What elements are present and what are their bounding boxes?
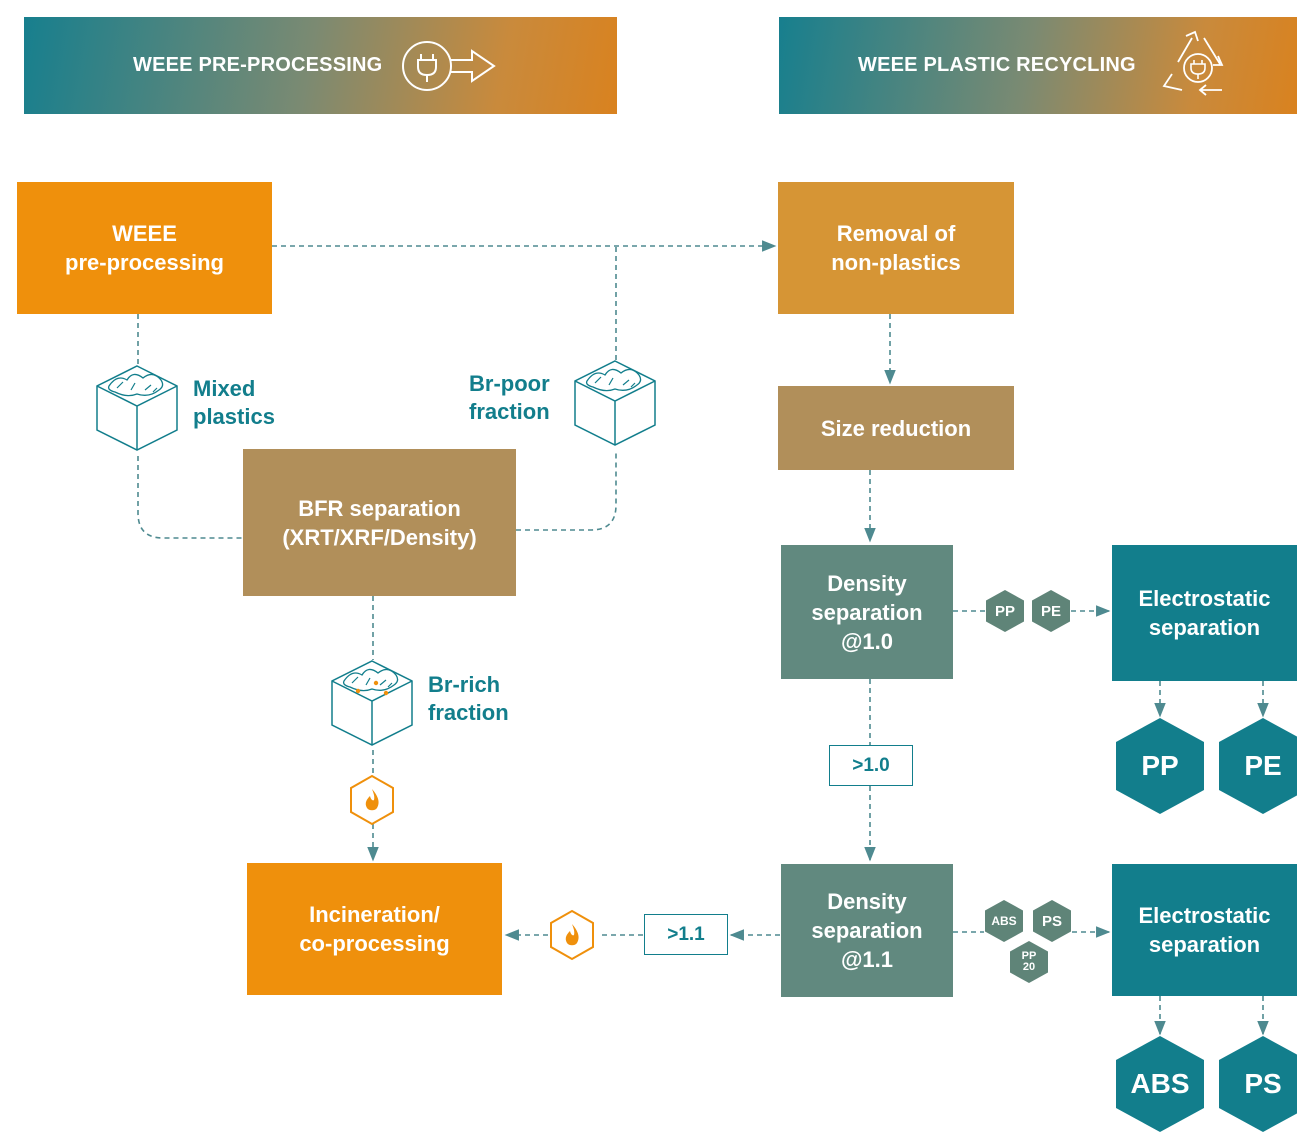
banner-recycling: WEEE PLASTIC RECYCLING [779, 17, 1297, 114]
br-rich-cube-icon [331, 660, 413, 746]
electrostatic-separation-box: Electrostatic separation [1112, 545, 1297, 681]
density-separation-10-box: Density separation @1.0 [781, 545, 953, 679]
mixed-plastics-cube-icon [96, 365, 178, 451]
br-poor-label: Br-poor fraction [469, 371, 550, 424]
electrostatic-separation-box: Electrostatic separation [1112, 864, 1297, 996]
density-threshold-tag: >1.0 [829, 745, 913, 786]
incineration-box: Incineration/ co-processing [247, 863, 502, 995]
removal-nonplastics-box: Removal of non-plastics [778, 182, 1014, 314]
density-separation-11-box: Density separation @1.1 [781, 864, 953, 997]
density-threshold-tag: >1.1 [644, 914, 728, 955]
bfr-separation-box: BFR separation (XRT/XRF/Density) [243, 449, 516, 596]
polymer-hex-pe: PE [1032, 590, 1070, 632]
br-rich-label: Br-rich fraction [428, 672, 509, 725]
connector-weee-to-bfr [137, 314, 243, 539]
banner-title: WEEE PLASTIC RECYCLING [858, 54, 1136, 76]
br-poor-cube-icon [574, 360, 656, 446]
polymer-hex-ps: PS [1033, 900, 1071, 942]
connector-bfr-to-brpoor [516, 246, 617, 531]
weee-preprocessing-box: WEEE pre-processing [17, 182, 272, 314]
flame-hex-icon [550, 909, 594, 961]
plug-arrow-icon [402, 40, 497, 91]
banner-title: WEEE PRE-PROCESSING [133, 54, 383, 76]
size-reduction-box: Size reduction [778, 386, 1014, 470]
recycle-plug-icon [1162, 30, 1224, 96]
mixed-plastics-label: Mixed plastics [193, 376, 275, 429]
banner-preprocessing: WEEE PRE-PROCESSING [24, 17, 617, 114]
flame-hex-icon [350, 774, 394, 826]
